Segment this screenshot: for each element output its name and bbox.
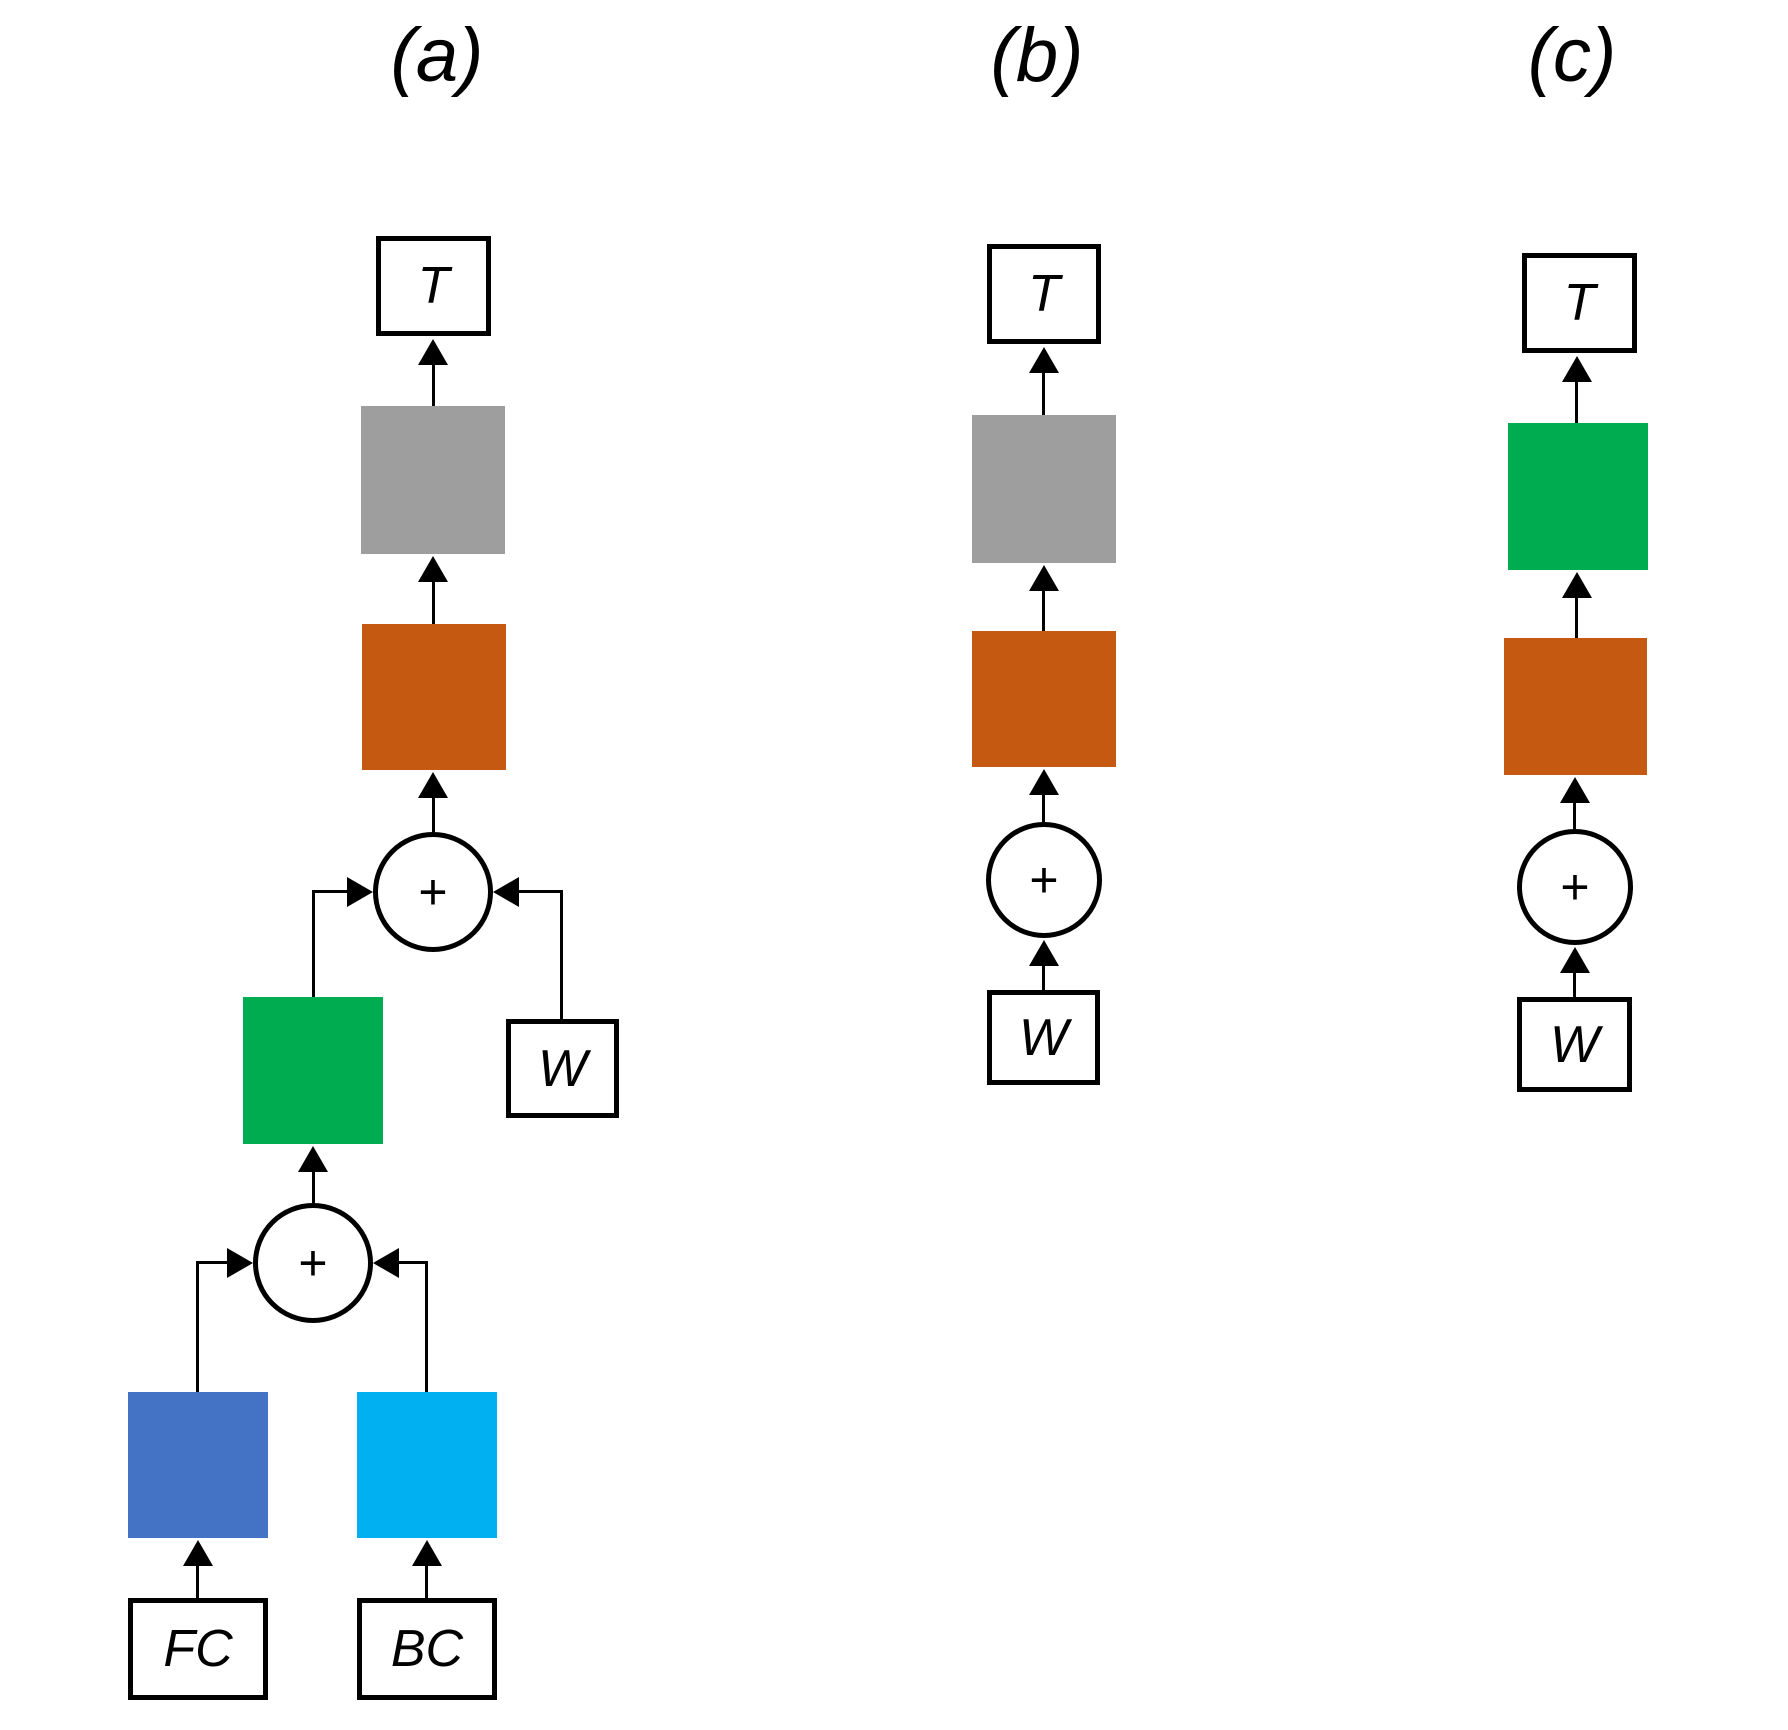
arrowhead-right-icon [227, 1248, 253, 1278]
plus-icon: + [298, 1235, 328, 1291]
arrowhead-up-icon [412, 1540, 442, 1566]
arrow-line [432, 363, 435, 406]
panel-a-weights-label: W [537, 1039, 588, 1098]
arrowhead-up-icon [1562, 356, 1592, 382]
arrow-line [196, 1564, 199, 1598]
plus-icon: + [1560, 859, 1590, 915]
panel-a-bc-label: BC [390, 1620, 464, 1678]
panel-a-plus-node-lower: + [253, 1203, 373, 1323]
plus-icon: + [1029, 852, 1059, 908]
arrowhead-up-icon [418, 556, 448, 582]
connector-line [196, 1261, 199, 1392]
panel-a-fc-box: FC [128, 1598, 268, 1700]
plus-icon: + [418, 864, 448, 920]
arrow-line [1042, 793, 1045, 822]
panel-b-label: (b) [990, 13, 1084, 98]
arrow-line [1573, 971, 1576, 997]
panel-b-orange-block [972, 631, 1116, 767]
connector-line [519, 890, 563, 893]
panel-a-target-box: T [376, 236, 491, 336]
panel-b-plus-node: + [986, 822, 1102, 938]
arrow-line [1042, 964, 1045, 990]
panel-c-green-block [1508, 423, 1648, 570]
panel-a-fc-label: FC [163, 1620, 233, 1678]
panel-b-target-label: T [1028, 265, 1060, 323]
arrowhead-up-icon [1029, 940, 1059, 966]
connector-line [425, 1261, 428, 1392]
connector-line [196, 1261, 227, 1264]
arrowhead-up-icon [298, 1146, 328, 1172]
arrow-line [1042, 371, 1045, 415]
arrowhead-left-icon [493, 877, 519, 907]
connector-line [560, 890, 563, 1019]
panel-b-weights-label: W [1018, 1008, 1069, 1067]
connector-line [312, 890, 347, 893]
arrowhead-up-icon [1560, 777, 1590, 803]
arrow-line [1575, 596, 1578, 638]
connector-line [312, 890, 315, 997]
panel-c-target-label: T [1563, 274, 1596, 332]
arrowhead-up-icon [1562, 572, 1592, 598]
panel-b-weights-box: W [987, 990, 1100, 1085]
panel-c-weights-box: W [1517, 997, 1632, 1092]
panel-b-target-box: T [987, 244, 1101, 344]
arrowhead-up-icon [1560, 947, 1590, 973]
panel-b-gray-block [972, 415, 1116, 563]
panel-c-plus-node: + [1517, 829, 1633, 945]
panel-a-gray-block [361, 406, 505, 554]
arrow-line [1575, 380, 1578, 423]
panel-c-weights-label: W [1549, 1015, 1600, 1074]
panel-c-target-box: T [1522, 253, 1637, 353]
arrowhead-up-icon [1029, 347, 1059, 373]
arrowhead-right-icon [347, 877, 373, 907]
panel-c-label: (c) [1527, 13, 1617, 98]
panel-a-target-label: T [417, 257, 450, 315]
panel-a-green-block [243, 997, 383, 1144]
arrow-line [1573, 801, 1576, 829]
arrow-line [312, 1170, 315, 1203]
arrowhead-up-icon [1029, 769, 1059, 795]
arrow-line [1042, 589, 1045, 631]
panel-a-blue-block [128, 1392, 268, 1538]
arrowhead-up-icon [1029, 565, 1059, 591]
panel-a-orange-block [362, 624, 506, 770]
panel-a-bc-box: BC [357, 1598, 497, 1700]
arrow-line [432, 580, 435, 624]
arrowhead-left-icon [373, 1248, 399, 1278]
connector-line [399, 1261, 428, 1264]
arrowhead-up-icon [183, 1540, 213, 1566]
panel-a-label: (a) [390, 13, 484, 98]
panel-a-cyan-block [357, 1392, 497, 1538]
arrow-line [425, 1564, 428, 1598]
arrowhead-up-icon [418, 339, 448, 365]
panel-a-weights-box: W [506, 1019, 619, 1118]
panel-a-plus-node-upper: + [373, 832, 493, 952]
arrow-line [432, 796, 435, 832]
arrowhead-up-icon [418, 772, 448, 798]
panel-c-orange-block [1504, 638, 1647, 775]
